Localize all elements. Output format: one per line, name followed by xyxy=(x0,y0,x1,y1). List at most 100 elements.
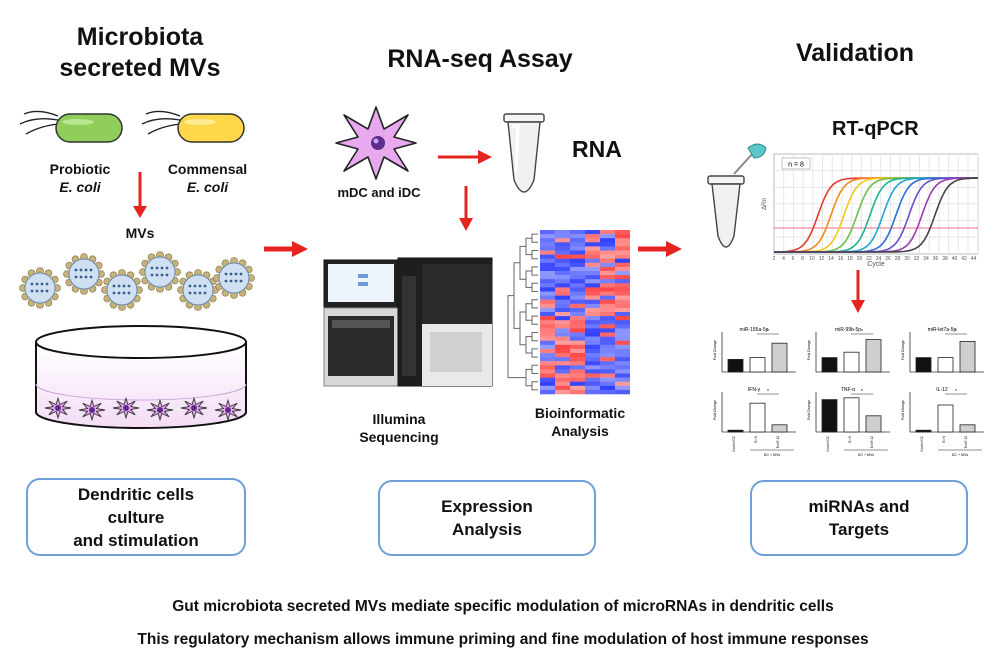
mini-chart-title: miR-99b-5p xyxy=(835,327,861,333)
mini-bar xyxy=(865,339,882,373)
amplification-tick-label: 16 xyxy=(838,256,844,262)
mini-chart-ylabel: Fold Change xyxy=(901,340,905,360)
dc-cell-icon xyxy=(146,398,174,422)
dc-cell-icon xyxy=(112,396,140,420)
tube-icon xyxy=(503,113,545,193)
rt-qpcr-label: RT-qPCR xyxy=(832,118,919,140)
significance-mark: * xyxy=(767,389,769,395)
mini-chart-title: IFN-γ xyxy=(748,387,761,393)
mini-bar xyxy=(915,429,932,433)
dc-cell-icon xyxy=(44,396,72,420)
arrow-right-icon xyxy=(638,241,682,257)
vesicles-icon xyxy=(19,251,255,311)
sequencer-icon xyxy=(323,257,493,387)
bioinformatic-label: Bioinformatic Analysis xyxy=(520,404,640,440)
mvs-label: MVs xyxy=(125,225,155,241)
mini-bar xyxy=(727,359,744,373)
commensal-label: Commensal E. coli xyxy=(150,160,265,196)
arrow-down-icon xyxy=(459,186,473,231)
mini-chart-xcat: EcoR 12 xyxy=(776,436,780,448)
dc-box-line3: and stimulation xyxy=(73,530,199,550)
arrow-right-icon xyxy=(438,150,492,164)
amplification-tick-label: 22 xyxy=(866,256,872,262)
bioinformatic-line2: Analysis xyxy=(551,423,609,439)
amplification-tick-label: 28 xyxy=(895,256,901,262)
mini-chart-ylabel: Fold Change xyxy=(713,340,717,360)
significance-mark: * xyxy=(861,389,863,395)
sequencing-line1: Illumina xyxy=(372,411,426,427)
probiotic-line1: Probiotic xyxy=(49,161,111,177)
mini-bar xyxy=(843,351,860,373)
probiotic-label: Probiotic E. coli xyxy=(30,160,130,196)
bioinformatic-line1: Bioinformatic xyxy=(534,405,626,421)
expression-box-line1: Expression xyxy=(441,497,533,516)
mini-bar xyxy=(937,357,954,373)
significance-mark: * xyxy=(767,329,769,335)
amplification-tick-label: 38 xyxy=(942,256,948,262)
amplification-legend: n = 8 xyxy=(788,162,804,169)
left-column-title: Microbiota secreted MVs xyxy=(40,22,240,84)
dc-box-line2: culture xyxy=(107,507,165,527)
mini-chart-xcat: EcoR 12 xyxy=(870,436,874,448)
left-title-line2: secreted MVs xyxy=(59,54,221,82)
amplification-tick-label: 4 xyxy=(782,256,785,262)
dc-culture-box: Dendritic cells culture and stimulation xyxy=(26,478,246,556)
mirnas-box-line1: miRNAs and xyxy=(808,497,910,516)
mini-bar xyxy=(915,357,932,373)
amplification-tick-label: 30 xyxy=(904,256,910,262)
amplification-tick-label: 36 xyxy=(933,256,939,262)
left-title-line1: Microbiota xyxy=(76,23,204,51)
commensal-line1: Commensal xyxy=(167,161,248,177)
vesicle-icon xyxy=(19,267,61,309)
mini-bar xyxy=(959,424,976,433)
amplification-tick-label: 32 xyxy=(914,256,920,262)
mini-chart-ylabel: Fold Change xyxy=(807,340,811,360)
dc-box-line1: Dendritic cells xyxy=(77,484,195,504)
mirnas-box-line2: Targets xyxy=(828,520,890,539)
vesicle-icon xyxy=(213,257,255,299)
mini-chart-title: miR-155a-5p xyxy=(740,327,769,333)
mini-chart-ylabel: Fold Change xyxy=(901,400,905,420)
caption-line1: Gut microbiota secreted MVs mediate spec… xyxy=(172,598,834,615)
mini-chart-xcat: Control DC xyxy=(920,435,924,451)
dc-label: mDC and iDC xyxy=(337,185,421,200)
mini-chart-xcat: Control DC xyxy=(826,435,830,451)
expression-analysis-box: Expression Analysis xyxy=(378,480,596,556)
significance-mark: * xyxy=(955,389,957,395)
vesicle-icon xyxy=(177,269,219,311)
mini-chart-xcat: Control DC xyxy=(732,435,736,451)
dendritic-cell-icon xyxy=(335,106,417,180)
mini-chart-group: DC + MVs xyxy=(858,453,875,457)
vesicle-icon xyxy=(139,251,181,293)
mini-chart-xcat: Ec N xyxy=(848,435,852,443)
probiotic-bacterium-icon xyxy=(19,110,123,143)
sequencing-line2: Sequencing xyxy=(359,429,439,445)
mini-bar xyxy=(959,340,976,373)
mini-chart-xcat: EcoR 12 xyxy=(964,436,968,448)
dc-cell-icon xyxy=(78,398,106,422)
amplification-tick-label: 34 xyxy=(923,256,929,262)
mini-bar xyxy=(865,415,882,433)
mini-bar xyxy=(749,402,766,433)
amplification-tick-label: 20 xyxy=(857,256,863,262)
mini-chart-title: IL-12 xyxy=(936,387,948,393)
dc-cell-icon xyxy=(180,396,208,420)
amplification-tick-label: 24 xyxy=(876,256,882,262)
amplification-tick-label: 26 xyxy=(885,256,891,262)
mini-bar xyxy=(727,429,744,433)
amplification-tick-label: 44 xyxy=(971,256,977,262)
right-column-title: Validation xyxy=(795,39,915,67)
amplification-tick-label: 2 xyxy=(773,256,776,262)
mini-chart-title: TNF-α xyxy=(841,387,855,393)
arrow-right-icon xyxy=(264,241,308,257)
sequencing-label: Illumina Sequencing xyxy=(344,410,454,446)
pipette-icon xyxy=(733,143,767,175)
mini-chart-title: miR-let7a-5p xyxy=(928,327,957,333)
probiotic-line2: E. coli xyxy=(59,179,101,195)
